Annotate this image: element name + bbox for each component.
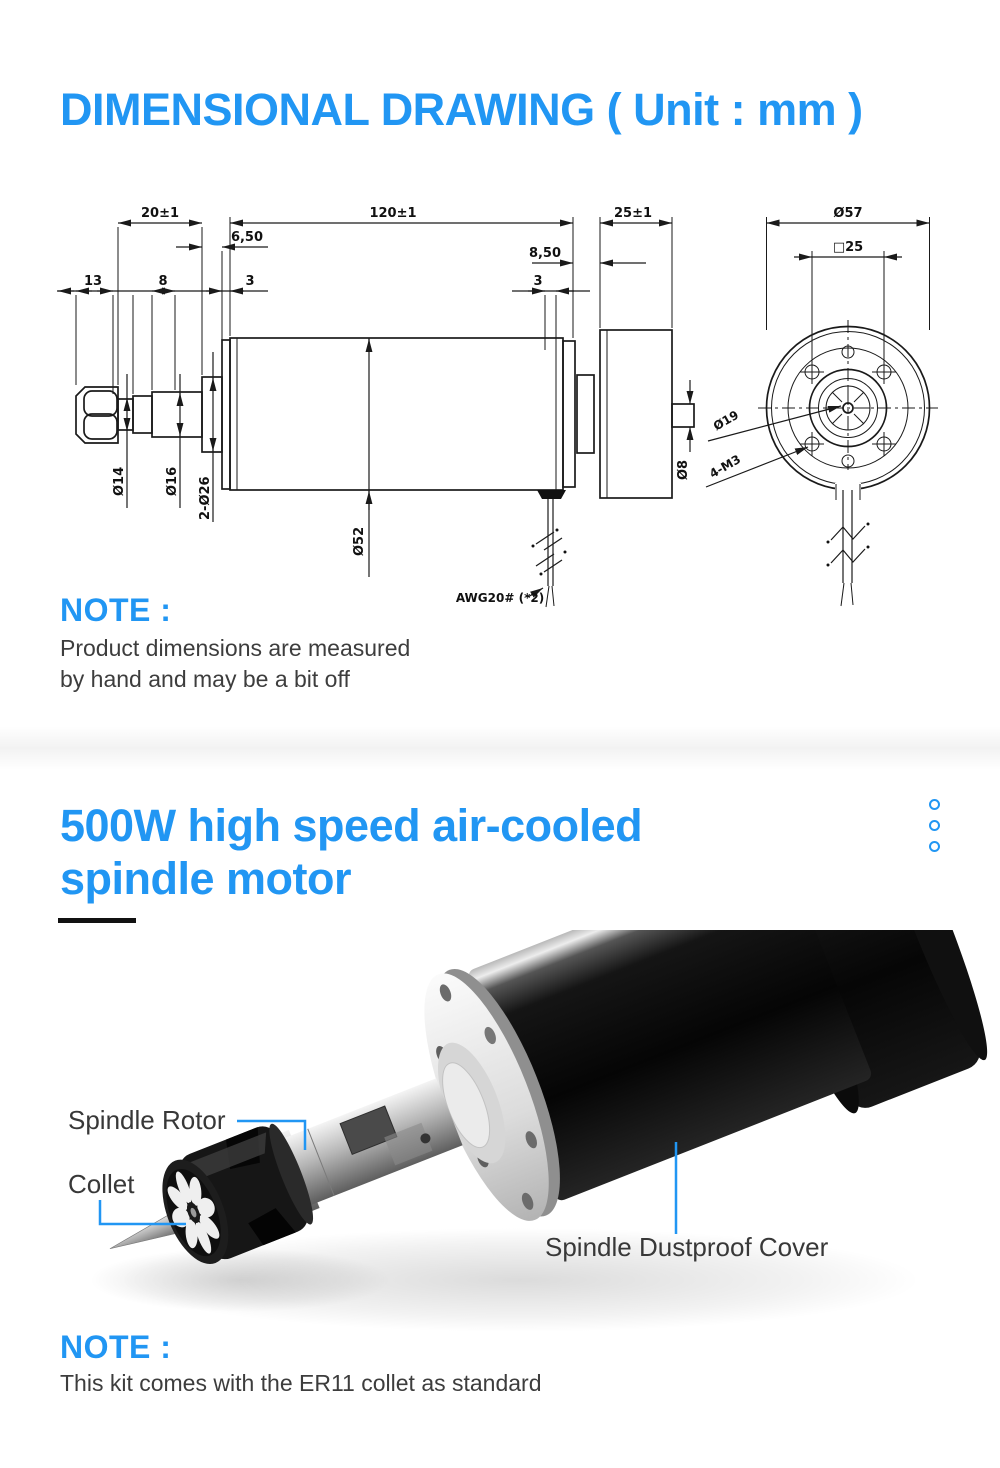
rotor-leader-line xyxy=(237,1119,307,1150)
collet-leader-line xyxy=(98,1200,186,1226)
dia-2x26-label: 2-Ø26 xyxy=(198,476,213,520)
dot-icon xyxy=(929,799,940,810)
dots-ornament-icon xyxy=(929,799,940,852)
callout-spindle-rotor: Spindle Rotor xyxy=(68,1105,226,1135)
callout-lines xyxy=(98,1119,678,1234)
dim-13-label: 13 xyxy=(84,274,102,289)
callout-collet: Collet xyxy=(68,1169,135,1199)
motor-body xyxy=(468,930,872,1201)
note1-line2: by hand and may be a bit off xyxy=(60,666,350,692)
note1-heading: NOTE : xyxy=(60,592,172,628)
dim-3-left-label: 3 xyxy=(245,274,254,289)
callout-dustproof-cover: Spindle Dustproof Cover xyxy=(545,1232,829,1262)
dia-57-label: Ø57 xyxy=(833,206,862,221)
dia-8-label: Ø8 xyxy=(676,460,691,480)
side-view: AWG20# (*2) 20±1 120±1 25±1 xyxy=(57,206,695,608)
wire-gauge-label: AWG20# (*2) xyxy=(456,591,544,605)
dot-icon xyxy=(929,841,940,852)
page-title: DIMENSIONAL DRAWING ( Unit : mm ) xyxy=(60,84,863,135)
product-title: 500W high speed air-cooled spindle motor xyxy=(60,799,643,905)
note2-heading: NOTE : xyxy=(60,1329,172,1365)
product-photo xyxy=(90,930,988,1332)
dia-19-label: Ø19 xyxy=(711,408,741,434)
dim-20-label: 20±1 xyxy=(141,206,179,221)
product-title-line2: spindle motor xyxy=(60,853,352,904)
dim-850-label: 8,50 xyxy=(529,246,561,261)
motor-assembly xyxy=(109,930,988,1265)
dim-3-right-label: 3 xyxy=(533,274,542,289)
note1-text: Product dimensions are measured by hand … xyxy=(60,633,410,695)
title-underline xyxy=(58,918,136,923)
photo-shadow-front xyxy=(90,1248,390,1312)
dim-8-label: 8 xyxy=(158,274,167,289)
dim-25-label: 25±1 xyxy=(614,206,652,221)
end-wire-break-marks xyxy=(826,522,870,567)
note1-line1: Product dimensions are measured xyxy=(60,635,411,661)
thread-4m3-label: 4-M3 xyxy=(707,452,743,481)
end-view: Ø57 □25 Ø19 4-M3 xyxy=(705,206,938,607)
wire-break-marks xyxy=(531,528,567,576)
note2-text: This kit comes with the ER11 collet as s… xyxy=(60,1370,542,1396)
collet-face xyxy=(162,1159,229,1265)
product-title-line1: 500W high speed air-cooled xyxy=(60,800,643,851)
dia-16-label: Ø16 xyxy=(165,467,180,496)
dimensional-drawing: AWG20# (*2) 20±1 120±1 25±1 xyxy=(57,206,938,608)
bolt-holes xyxy=(800,360,896,456)
dia-14-label: Ø14 xyxy=(112,467,127,496)
dim-120-label: 120±1 xyxy=(369,206,416,221)
square-25-label: □25 xyxy=(833,240,863,255)
dim-650-label: 6,50 xyxy=(231,230,263,245)
dot-icon xyxy=(929,820,940,831)
dia-52-label: Ø52 xyxy=(352,527,367,556)
section-divider xyxy=(0,726,1000,770)
